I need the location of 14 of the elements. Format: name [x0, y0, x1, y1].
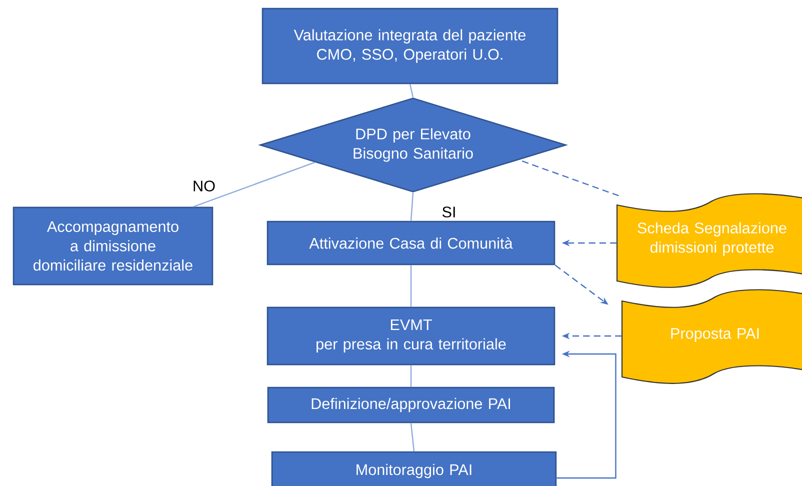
process-box: Monitoraggio PAI — [271, 451, 557, 486]
edge-label: NO — [191, 179, 217, 193]
edge-label: SI — [440, 205, 458, 219]
process-box: Definizione/approvazione PAI — [267, 386, 555, 424]
connector — [410, 423, 415, 452]
process-box: Accompagnamento a dimissione domiciliare residenziale — [12, 206, 214, 286]
process-box: Attivazione Casa di Comunità — [266, 220, 556, 266]
connector — [410, 365, 412, 387]
connector — [409, 84, 414, 98]
connector — [410, 192, 414, 221]
process-box: EVMT per presa in cura territoriale — [266, 306, 556, 366]
process-box: Valutazione integrata del paziente CMO, SSO, Operatori U.O. — [262, 8, 558, 84]
connector — [192, 162, 316, 208]
connector — [410, 265, 412, 307]
